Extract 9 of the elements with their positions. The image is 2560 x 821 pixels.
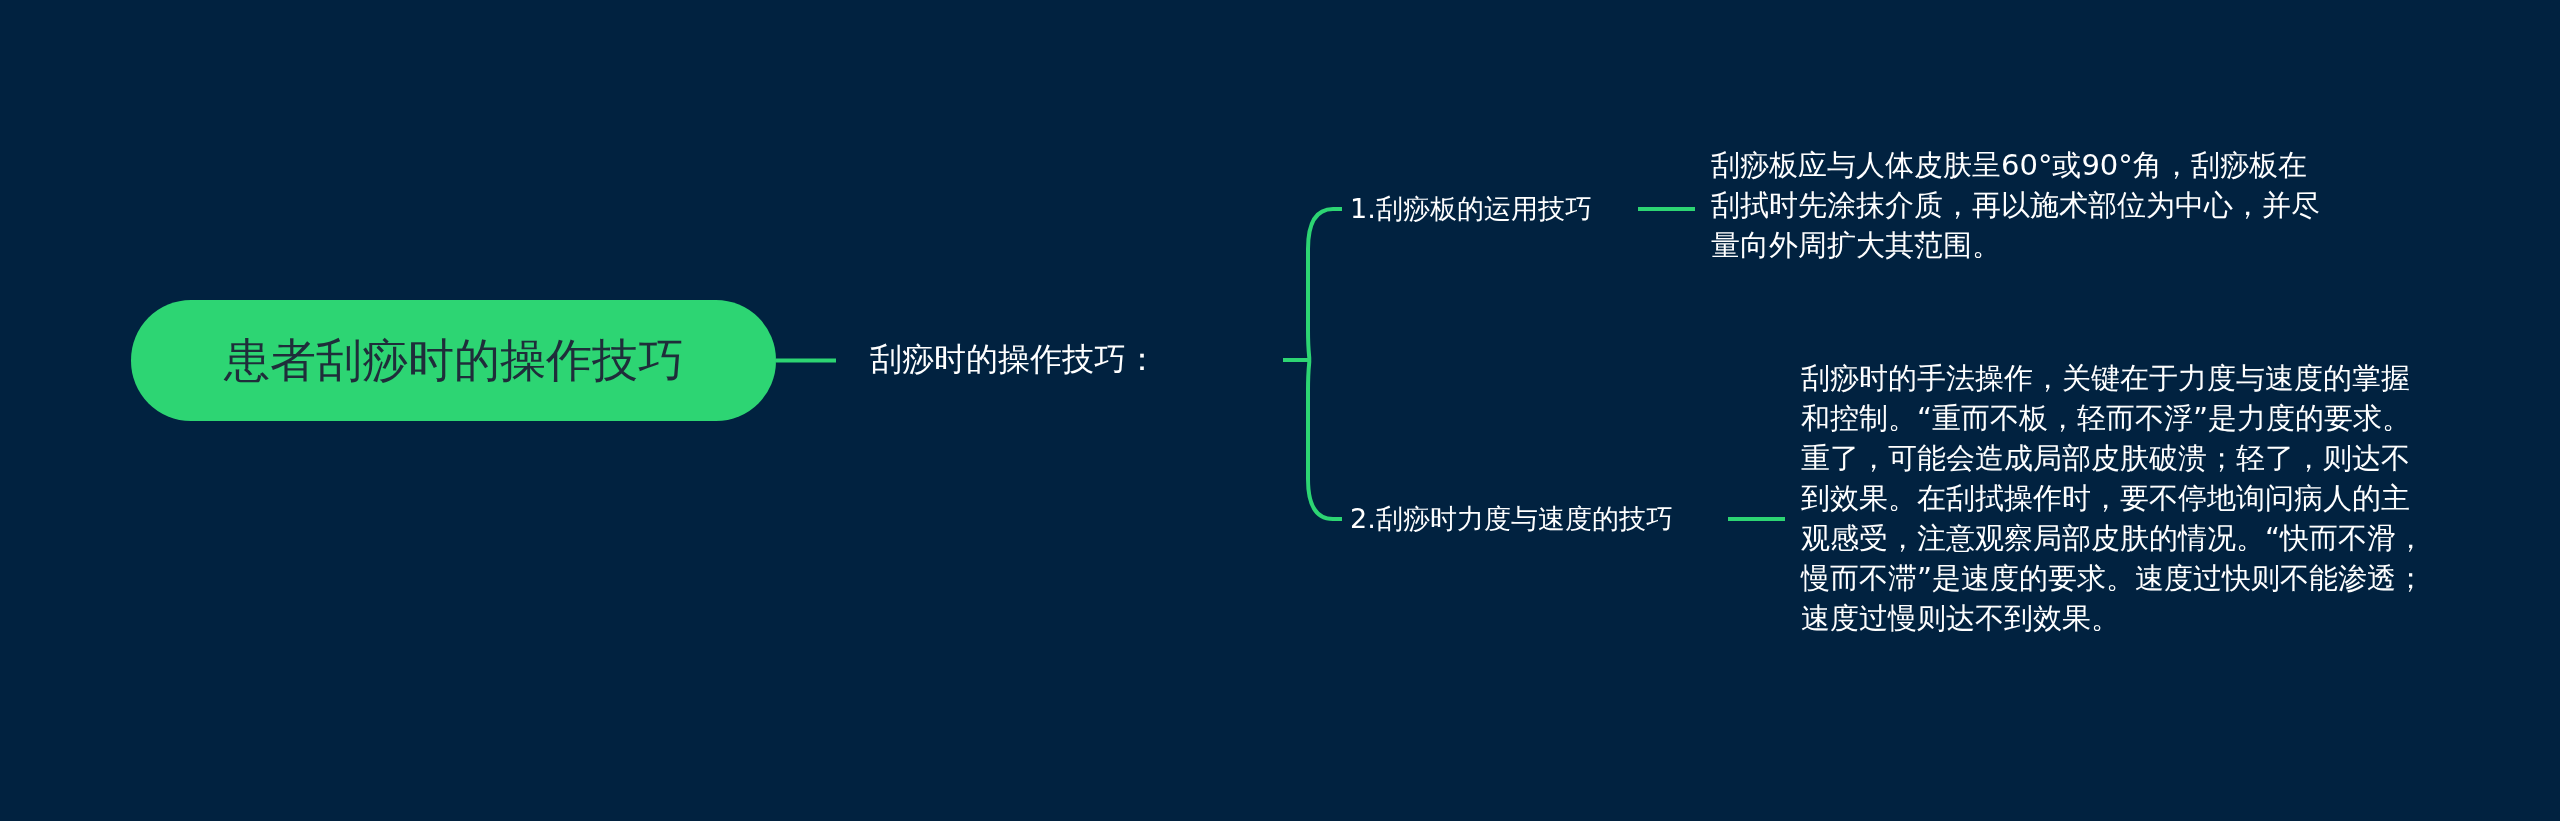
detail-text: 刮痧板应与人体皮肤呈60°或90°角，刮痧板在刮拭时先涂抹介质，再以施术部位为中心，并尽量向外周扩大其范围。	[1711, 145, 2331, 270]
connector-line	[776, 358, 836, 363]
topic-label: 刮痧时的操作技巧：	[870, 335, 1283, 385]
subtopic-label: 2.刮痧时力度与速度的技巧	[1350, 498, 1720, 540]
root-topic: 患者刮痧时的操作技巧	[131, 300, 776, 421]
subtopic-label: 1.刮痧板的运用技巧	[1350, 188, 1630, 230]
connector-line	[1728, 517, 1785, 521]
connector-line	[1638, 207, 1695, 211]
detail-text: 刮痧时的手法操作，关键在于力度与速度的掌握和控制。“重而不板，轻而不浮”是力度的要求。重了，可能会造成局部皮肤破溃；轻了，则达不到效果。在刮拭操作时，要不停地询问病人的主观感受，注意观察局部皮肤的情况。“快而不滑，慢而不滞”是速度的要求。速度过快则不能渗透；速度过慢则达不到效果。	[1801, 358, 2431, 683]
